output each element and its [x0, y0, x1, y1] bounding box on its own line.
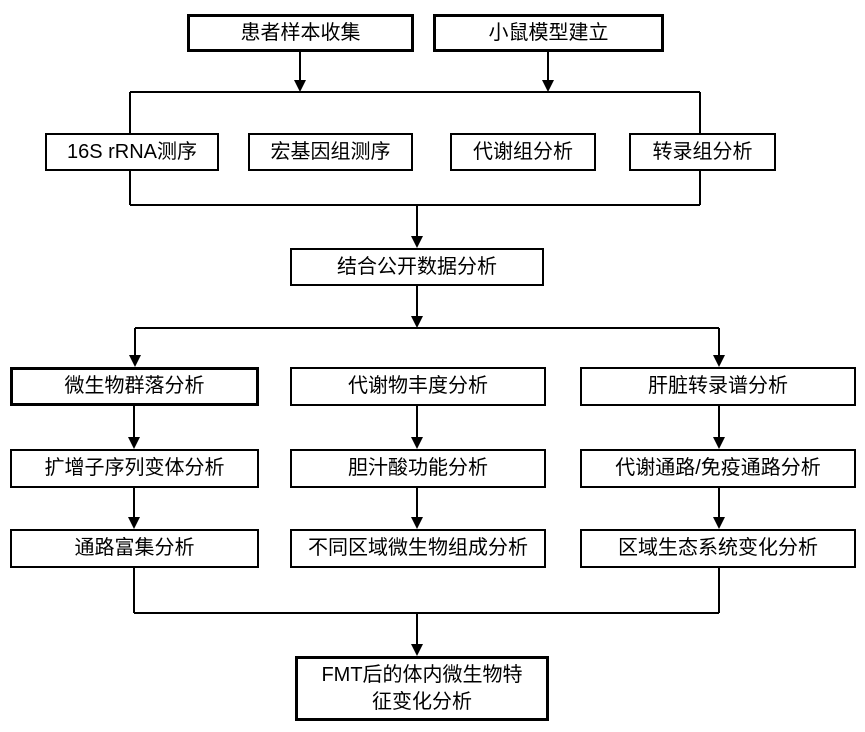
node-amplicon-sequence-variant-analysis: 扩增子序列变体分析 [10, 449, 259, 488]
node-metabolite-abundance-analysis: 代谢物丰度分析 [290, 367, 546, 406]
node-patient-sample-collection: 患者样本收集 [187, 14, 414, 52]
node-regional-microbiota-composition-analysis: 不同区域微生物组成分析 [290, 529, 546, 568]
node-pathway-enrichment-analysis: 通路富集分析 [10, 529, 259, 568]
node-liver-transcriptome-analysis: 肝脏转录谱分析 [580, 367, 856, 406]
node-metagenomic-sequencing: 宏基因组测序 [248, 133, 413, 171]
node-regional-ecosystem-change-analysis: 区域生态系统变化分析 [580, 529, 856, 568]
node-bile-acid-function-analysis: 胆汁酸功能分析 [290, 449, 546, 488]
node-public-data-analysis: 结合公开数据分析 [290, 248, 544, 286]
node-metabolomic-analysis: 代谢组分析 [450, 133, 596, 171]
node-mouse-model: 小鼠模型建立 [433, 14, 664, 52]
node-microbial-community-analysis: 微生物群落分析 [10, 367, 259, 406]
node-16s-rrna-sequencing: 16S rRNA测序 [45, 133, 219, 171]
node-fmt-microbial-change-analysis: FMT后的体内微生物特 征变化分析 [295, 656, 549, 721]
node-metabolic-immune-pathway-analysis: 代谢通路/免疫通路分析 [580, 449, 856, 488]
node-transcriptomic-analysis: 转录组分析 [629, 133, 776, 171]
arrowheads [128, 80, 725, 656]
